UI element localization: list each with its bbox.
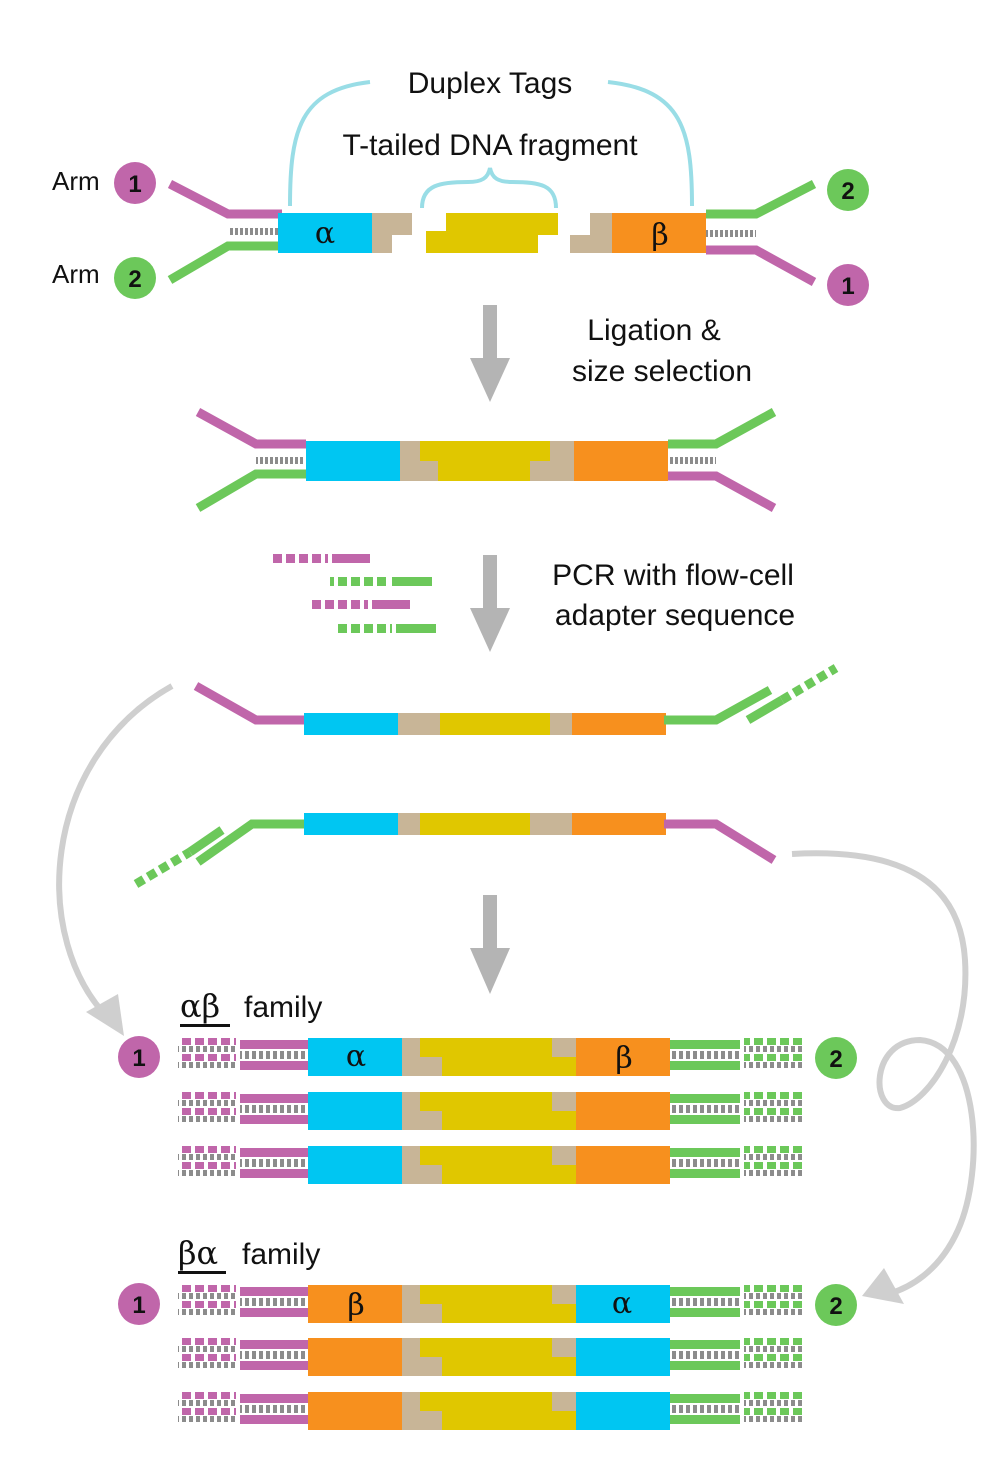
arm-label-top: Arm <box>52 166 100 196</box>
svg-text:2: 2 <box>829 1293 842 1320</box>
arrow-pcr <box>470 555 510 652</box>
arm2-badge-top-right: 2 <box>827 169 869 211</box>
arm2-badge-ba: 2 <box>815 1284 857 1326</box>
read-ba-3 <box>178 1392 802 1430</box>
svg-text:1: 1 <box>128 171 141 198</box>
family-ab-symbol: αβ <box>180 987 220 1025</box>
right-adapter <box>570 180 817 286</box>
arm2-badge-ab: 2 <box>815 1037 857 1079</box>
curve-arrow-left <box>56 683 174 1036</box>
read-ba-1 <box>178 1285 802 1323</box>
arm1-badge-ba: 1 <box>118 1283 160 1325</box>
family-ba-title: βα family <box>178 1234 320 1274</box>
arm1-badge-bottom-right: 1 <box>827 264 869 306</box>
left-adapter <box>167 180 412 284</box>
duplex-tags-bracket <box>288 80 694 207</box>
read-ba-beta-label: β <box>347 1288 364 1323</box>
arrow-family <box>470 895 510 994</box>
beta-label-top: β <box>651 218 668 253</box>
arm2-badge-bottom-left: 2 <box>114 257 156 299</box>
family-ba-word: family <box>242 1238 320 1271</box>
svg-text:2: 2 <box>128 266 141 293</box>
pcr-primers <box>270 554 436 633</box>
arm1-badge-ab: 1 <box>118 1036 160 1078</box>
family-ba-symbol: βα <box>178 1234 218 1272</box>
svg-text:2: 2 <box>841 178 854 205</box>
arm-label-bottom: Arm <box>52 259 100 289</box>
curve-arrow-right-loop <box>791 850 977 1304</box>
arrow-ligation <box>470 305 510 402</box>
arm1-badge-top-left: 1 <box>114 162 156 204</box>
t-tailed-fragment-brace <box>420 167 558 209</box>
pcr-strand-bottom <box>133 813 777 888</box>
beta-tag-right <box>612 213 706 253</box>
svg-text:1: 1 <box>132 1292 145 1319</box>
dna-fragment <box>426 213 558 253</box>
read-ba-alpha-label: α <box>612 1286 632 1321</box>
read-ab-3 <box>178 1146 802 1184</box>
read-ba-2 <box>178 1338 802 1376</box>
family-ab-title: αβ family <box>180 987 322 1027</box>
pcr-strand-top <box>193 664 839 735</box>
alpha-label-top: α <box>315 216 335 251</box>
family-ab-word: family <box>244 991 322 1024</box>
duplex-tags-label: Duplex Tags <box>408 67 573 100</box>
step-ligation-line1: Ligation & <box>587 314 720 347</box>
svg-text:1: 1 <box>841 273 854 300</box>
read-ab-beta-label: β <box>615 1041 632 1076</box>
step-pcr-line2: adapter sequence <box>555 599 795 632</box>
alpha-tag-left <box>278 213 372 253</box>
svg-text:1: 1 <box>132 1045 145 1072</box>
t-tailed-fragment-label: T-tailed DNA fragment <box>342 129 638 162</box>
read-ab-2 <box>178 1092 802 1130</box>
step-pcr-line1: PCR with flow-cell <box>552 559 794 592</box>
read-ab-1 <box>178 1038 802 1076</box>
svg-text:2: 2 <box>829 1046 842 1073</box>
read-ab-alpha-label: α <box>346 1039 366 1074</box>
step-ligation-line2: size selection <box>572 355 752 388</box>
ligated-product <box>195 408 777 512</box>
